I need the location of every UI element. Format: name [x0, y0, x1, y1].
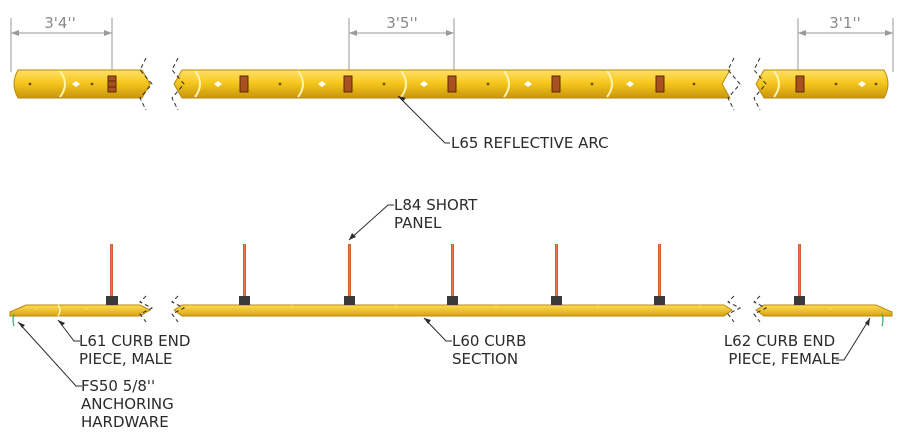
leader-arrow	[424, 318, 431, 324]
dimension-right	[797, 18, 894, 72]
break-mark	[171, 295, 742, 323]
short-panel-leader	[348, 204, 394, 241]
dimension-left-label: 3'4''	[44, 14, 75, 32]
leader-arrow	[349, 233, 356, 240]
curb-end-male-label: L61 CURB END PIECE, MALE	[79, 332, 195, 368]
side-curb-end-female	[755, 244, 893, 327]
curb-section-leader	[423, 317, 452, 342]
break-mark	[139, 295, 154, 323]
curb-section-label: L60 CURB SECTION	[452, 332, 531, 368]
reflective-arc-leader	[397, 95, 450, 144]
curb-end-female-label: L62 CURB END PIECE, FEMALE	[724, 332, 840, 368]
side-curb-run	[173, 244, 733, 317]
leader-arrow	[18, 322, 25, 328]
leader-arrow	[58, 320, 65, 326]
anchoring-hardware-label: FS50 5/8'' ANCHORING HARDWARE	[81, 377, 179, 431]
leader-arrow	[865, 318, 870, 326]
top-curb-end-female	[755, 69, 889, 99]
side-curb-end-male	[9, 244, 152, 327]
dimension-left	[10, 18, 113, 72]
top-curb-end-male	[13, 69, 151, 99]
break-mark	[753, 295, 768, 323]
short-panel-label: L84 SHORT PANEL	[394, 196, 482, 232]
dimension-right-label: 3'1''	[829, 14, 860, 32]
break-mark	[171, 57, 741, 111]
break-mark	[139, 57, 153, 111]
reflective-arc-label: L65 REFLECTIVE ARC	[451, 134, 609, 152]
dimension-middle-label: 3'5''	[386, 14, 417, 32]
break-mark	[753, 57, 767, 111]
anchoring-hardware-leader	[17, 321, 82, 387]
curb-end-female-leader	[836, 317, 871, 361]
dimension-middle	[348, 18, 455, 72]
curb-end-male-leader	[57, 319, 80, 342]
leader-arrow	[398, 96, 406, 101]
top-curb-run	[173, 69, 731, 99]
